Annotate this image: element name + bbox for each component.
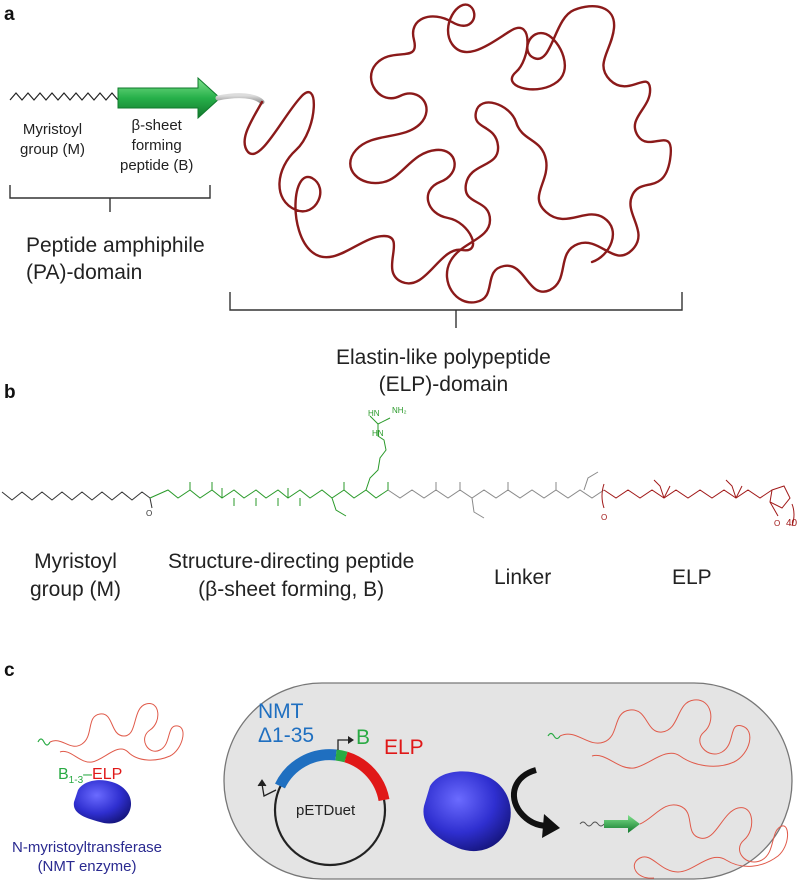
myristoyl-b-line1: Myristoyl <box>34 550 117 573</box>
myristoyl-label-line1: Myristoyl <box>22 121 83 138</box>
beta-label-a: β-sheet forming peptide (B) <box>120 116 193 176</box>
panel-a-label: a <box>4 4 15 25</box>
peptide-backbone <box>149 489 389 499</box>
myristoyl-label-a: Myristoyl group (M) <box>20 120 85 160</box>
elp-backbone <box>603 489 773 499</box>
pa-domain-label: Peptide amphiphile (PA)-domain <box>26 232 205 286</box>
promoter-arrow-1 <box>261 783 277 797</box>
b-segment <box>335 749 348 763</box>
nmt-label-line2: Δ1-35 <box>258 724 315 747</box>
construct-label: B1-3–ELP <box>58 766 122 786</box>
elp-domain-line1: Elastin-like polypeptide <box>336 346 551 369</box>
construct-b: B <box>58 766 69 783</box>
serine-side-chain <box>331 497 347 517</box>
nmt-label-line1: NMT <box>258 700 304 723</box>
elp-label-c: ELP <box>384 736 424 759</box>
elp-domain-line2: (ELP)-domain <box>378 373 509 396</box>
linker-backbone <box>387 489 605 499</box>
structure-peptide-line1: Structure-directing peptide <box>168 550 415 573</box>
plasmid-label: pETDuet <box>296 802 356 819</box>
beta-label-line3: peptide (B) <box>120 157 194 174</box>
elp-label-b: ELP <box>672 566 712 589</box>
enzyme-blob-cell <box>423 771 511 852</box>
construct-tail <box>37 738 51 746</box>
cell-myristoyl <box>579 821 605 827</box>
alkyl-chain <box>1 491 151 501</box>
svg-text:O: O <box>146 509 152 518</box>
pa-domain-line2: (PA)-domain <box>26 261 143 284</box>
structure-peptide-label: Structure-directing peptide (β-sheet for… <box>168 548 414 604</box>
beta-sheet-arrow <box>117 76 221 120</box>
amine-label: NH₂ <box>392 406 407 415</box>
enzyme-label: N-myristoyltransferase (NMT enzyme) <box>12 838 162 876</box>
elp-domain-label: Elastin-like polypeptide (ELP)-domain <box>336 344 551 398</box>
b-label-c: B <box>356 726 371 749</box>
cell-coil-upper <box>559 699 751 769</box>
svg-text:O: O <box>774 519 780 528</box>
construct-sub: 1-3 <box>68 775 84 787</box>
repeat-subscript: 40 <box>786 518 798 529</box>
structure-peptide-line2: (β-sheet forming, B) <box>198 578 385 601</box>
panel-c-label: c <box>4 660 15 681</box>
nmt-segment <box>275 749 337 789</box>
beta-label-line1: β-sheet <box>131 117 182 134</box>
enzyme-label-line1: N-myristoyltransferase <box>12 839 163 856</box>
enzyme-blob-left <box>73 780 132 824</box>
construct-coil <box>49 703 184 763</box>
reaction-arrow <box>510 767 549 829</box>
myristoyl-zigzag <box>9 92 119 101</box>
beta-label-line2: forming <box>131 137 182 154</box>
panel-b-label: b <box>4 382 16 403</box>
myristoyl-b-line2: group (M) <box>30 578 122 601</box>
cell-beta-arrow <box>604 815 640 833</box>
nmt-label: NMT Δ1-35 <box>258 700 314 748</box>
construct-elp: ELP <box>92 766 123 783</box>
pa-domain-line1: Peptide amphiphile <box>26 234 205 257</box>
svg-text:O: O <box>601 513 607 522</box>
svg-text:HN: HN <box>372 429 384 438</box>
elp-segment <box>344 751 390 802</box>
cell-coil-lower <box>633 804 788 879</box>
linker-label: Linker <box>494 566 552 589</box>
enzyme-label-line2: (NMT enzyme) <box>37 858 137 875</box>
elp-bracket <box>229 292 683 328</box>
myristoyl-label-b: Myristoyl group (M) <box>30 548 121 604</box>
promoter-arrow-2 <box>337 739 350 750</box>
pa-bracket <box>9 185 211 212</box>
linker-tube <box>215 93 265 105</box>
svg-text:HN: HN <box>368 409 380 418</box>
arginine-side-chain <box>365 424 387 491</box>
construct-dash: – <box>83 766 93 783</box>
elp-coil <box>243 3 673 304</box>
myristoyl-label-line2: group (M) <box>20 141 86 158</box>
